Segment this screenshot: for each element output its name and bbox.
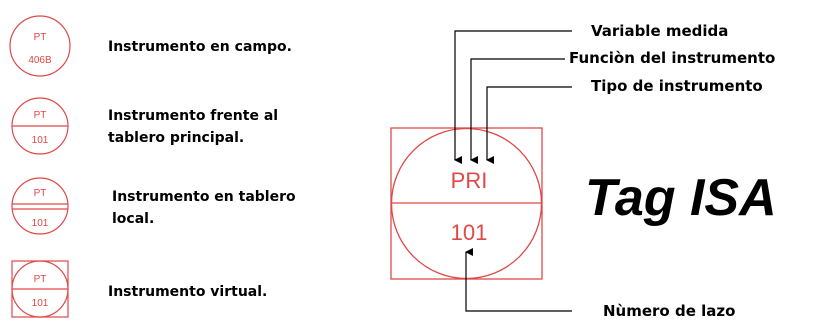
callout-function-label: Funciòn del instrumento <box>569 49 775 67</box>
legend-main-panel-label-line2: tablero principal. <box>108 130 244 146</box>
legend-field-tag-top: PT <box>34 32 47 43</box>
legend-field-label: Instrumento en campo. <box>108 39 292 55</box>
legend-field-tag-bottom: 406B <box>28 55 52 66</box>
legend-local-panel-tag-top: PT <box>34 188 47 199</box>
callout-variable-label: Variable medida <box>591 22 728 40</box>
legend-main-panel-tag-top: PT <box>34 110 47 121</box>
legend-symbol-virtual: PT 101 <box>11 260 69 318</box>
legend-local-panel-tag-bottom: 101 <box>32 218 49 229</box>
legend-main-panel-label-line1: Instrumento frente al <box>108 108 278 124</box>
callout-variable <box>454 30 572 164</box>
legend-symbol-main-panel: PT 101 <box>11 97 69 155</box>
isa-tag-symbol: PRI 101 <box>390 127 543 280</box>
legend-virtual-tag-top: PT <box>34 274 47 285</box>
legend-virtual-tag-bottom: 101 <box>32 298 49 309</box>
callout-loop-number-label: Nùmero de lazo <box>603 302 735 320</box>
diagram-title: Tag ISA <box>585 169 777 227</box>
callout-type <box>486 86 572 164</box>
legend-local-panel-label-line2: local. <box>112 211 154 227</box>
callout-type-label: Tipo de instrumento <box>591 77 763 95</box>
isa-tag-letters: PRI <box>451 168 488 193</box>
legend-main-panel-tag-bottom: 101 <box>32 135 49 146</box>
legend-local-panel-label-line1: Instrumento en tablero <box>112 189 296 205</box>
legend-symbol-local-panel: PT 101 <box>11 177 69 235</box>
callout-loop-number <box>465 248 572 312</box>
legend-virtual-label: Instrumento virtual. <box>108 284 267 300</box>
legend-symbol-field: PT 406B <box>9 15 71 77</box>
callout-function <box>470 58 565 164</box>
isa-tag-loop-number: 101 <box>451 220 488 245</box>
